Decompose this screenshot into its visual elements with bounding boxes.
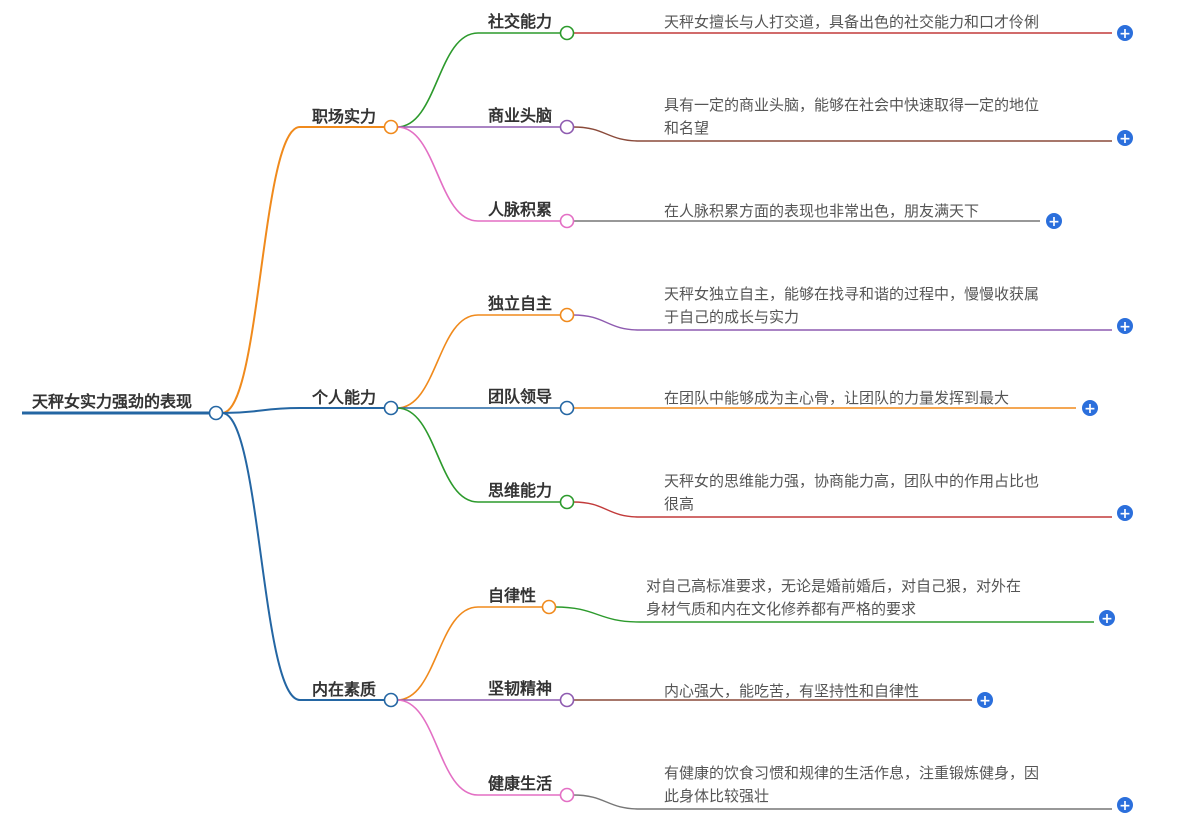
sub-node-handle-3-1[interactable] [541, 599, 557, 615]
sub-edge-1-3 [396, 126, 479, 222]
expand-button-3-3[interactable]: + [1117, 797, 1133, 814]
expand-button-2-3[interactable]: + [1117, 505, 1133, 522]
plus-circle-icon [1117, 130, 1133, 146]
sub-node-handle-2-3[interactable] [559, 494, 575, 510]
branch-edge-2 [221, 407, 301, 414]
sub-node-handle-1-1[interactable] [559, 25, 575, 41]
expand-button-2-2[interactable]: + [1082, 400, 1098, 417]
leaf-text-1-3-1: 在人脉积累方面的表现也非常出色，朋友满天下 [664, 202, 979, 220]
subtopic-3-2: 坚韧精神 [488, 679, 552, 698]
root-topic: 天秤女实力强劲的表现 [32, 392, 192, 411]
plus-circle-icon [1117, 505, 1133, 521]
branch-edge-1 [221, 126, 301, 414]
expand-button-1-2[interactable]: + [1117, 130, 1133, 147]
expand-button-2-1[interactable]: + [1117, 318, 1133, 335]
plus-circle-icon [1082, 400, 1098, 416]
expand-button-3-2[interactable]: + [977, 692, 993, 709]
leaf-text-2-3-2: 很高 [664, 495, 694, 513]
plus-circle-icon [1117, 797, 1133, 813]
subtopic-1-3: 人脉积累 [488, 200, 552, 219]
plus-symbol: + [1119, 131, 1131, 147]
leaf-text-3-2-1: 内心强大，能吃苦，有坚持性和自律性 [664, 682, 919, 700]
leaf-text-3-1-2: 身材气质和内在文化修养都有严格的要求 [646, 600, 916, 618]
subtopic-2-1: 独立自主 [488, 294, 552, 313]
plus-circle-icon [1046, 213, 1062, 229]
branch-edge-3 [221, 412, 301, 701]
sub-node-handle-3-2[interactable] [559, 692, 575, 708]
plus-symbol: + [1119, 798, 1131, 814]
subtopic-3-1: 自律性 [488, 586, 536, 605]
sub-edge-2-1 [396, 314, 479, 409]
subtopic-2-3: 思维能力 [488, 481, 552, 500]
sub-node-handle-3-3[interactable] [559, 787, 575, 803]
subtopic-3-3: 健康生活 [488, 774, 552, 793]
sub-edge-3-1 [396, 606, 479, 701]
plus-symbol: + [1119, 319, 1131, 335]
leaf-text-3-1-1: 对自己高标准要求，无论是婚前婚后，对自己狠，对外在 [646, 577, 1021, 595]
leaf-text-2-2-1: 在团队中能够成为主心骨，让团队的力量发挥到最大 [664, 389, 1009, 407]
subtopic-2-2: 团队领导 [488, 387, 552, 406]
plus-symbol: + [1119, 506, 1131, 522]
root-node-handle[interactable] [208, 405, 224, 421]
plus-circle-icon [977, 692, 993, 708]
plus-circle-icon [1117, 318, 1133, 334]
mind-map-edges [22, 32, 1112, 810]
sub-edge-1-1 [396, 32, 479, 128]
sub-edge-2-3 [396, 407, 479, 503]
subtopic-1-1: 社交能力 [487, 12, 552, 31]
subtopic-1-2: 商业头脑 [488, 106, 552, 125]
leaf-edge-2-1 [572, 314, 641, 331]
expand-button-1-1[interactable]: + [1117, 25, 1133, 42]
plus-circle-icon [1117, 25, 1133, 41]
leaf-text-1-2-2: 和名望 [664, 119, 709, 137]
plus-symbol: + [1119, 26, 1131, 42]
branch-node-handle-1[interactable] [383, 119, 399, 135]
plus-circle-icon [1099, 610, 1115, 626]
plus-symbol: + [1101, 611, 1113, 627]
sub-node-handle-2-1[interactable] [559, 307, 575, 323]
leaf-text-3-3-1: 有健康的饮食习惯和规律的生活作息，注重锻炼健身，因 [664, 764, 1039, 782]
sub-edge-3-3 [396, 699, 479, 796]
plus-symbol: + [979, 693, 991, 709]
leaf-edge-3-1 [554, 606, 641, 623]
leaf-text-2-3-1: 天秤女的思维能力强，协商能力高，团队中的作用占比也 [664, 472, 1039, 490]
branch-topic-2: 个人能力 [311, 388, 376, 407]
leaf-edge-2-3 [572, 501, 641, 518]
branch-topic-1: 职场实力 [312, 107, 376, 126]
branch-topic-3: 内在素质 [312, 680, 376, 699]
expand-button-1-3[interactable]: + [1046, 213, 1062, 230]
plus-symbol: + [1048, 214, 1060, 230]
leaf-text-2-1-2: 于自己的成长与实力 [664, 308, 799, 326]
leaf-text-1-2-1: 具有一定的商业头脑，能够在社会中快速取得一定的地位 [664, 96, 1039, 114]
plus-symbol: + [1084, 401, 1096, 417]
branch-node-handle-3[interactable] [383, 692, 399, 708]
branch-node-handle-2[interactable] [383, 400, 399, 416]
sub-node-handle-2-2[interactable] [559, 400, 575, 416]
sub-node-handle-1-3[interactable] [559, 213, 575, 229]
leaf-text-1-1-1: 天秤女擅长与人打交道，具备出色的社交能力和口才伶俐 [664, 13, 1039, 31]
leaf-edge-3-3 [572, 794, 641, 810]
mind-map-nodes: 天秤女实力强劲的表现 职场实力 社交能力 天秤女擅长与人打交道，具备出色的社交能力和口… [32, 12, 1133, 814]
expand-button-3-1[interactable]: + [1099, 610, 1115, 627]
leaf-text-3-3-2: 此身体比较强壮 [664, 787, 769, 805]
leaf-edge-1-2 [572, 126, 641, 142]
sub-node-handle-1-2[interactable] [559, 119, 575, 135]
leaf-text-2-1-1: 天秤女独立自主，能够在找寻和谐的过程中，慢慢收获属 [664, 285, 1039, 303]
